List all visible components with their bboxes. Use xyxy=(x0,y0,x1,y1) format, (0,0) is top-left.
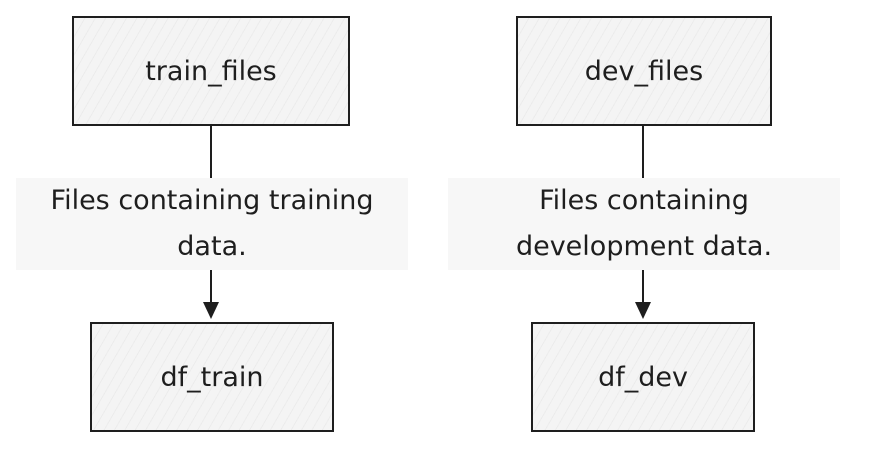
edge-label-dev-text: Files containing development data. xyxy=(515,185,773,262)
node-dev-files-label: dev_files xyxy=(584,55,704,87)
node-df-dev[interactable]: df_dev xyxy=(531,322,755,432)
node-df-dev-label: df_dev xyxy=(598,361,688,393)
edge-dev-arrowhead xyxy=(635,302,651,319)
node-dev-files[interactable]: dev_files xyxy=(516,16,772,126)
node-df-train[interactable]: df_train xyxy=(90,322,334,432)
edge-label-train: Files containing training data. xyxy=(16,178,408,270)
edge-label-train-text: Files containing training data. xyxy=(50,185,374,262)
node-train-files-label: train_files xyxy=(145,55,277,87)
edge-label-dev: Files containing development data. xyxy=(448,178,840,270)
node-df-train-label: df_train xyxy=(160,361,264,393)
node-train-files[interactable]: train_files xyxy=(72,16,350,126)
edge-train-arrowhead xyxy=(203,302,219,319)
